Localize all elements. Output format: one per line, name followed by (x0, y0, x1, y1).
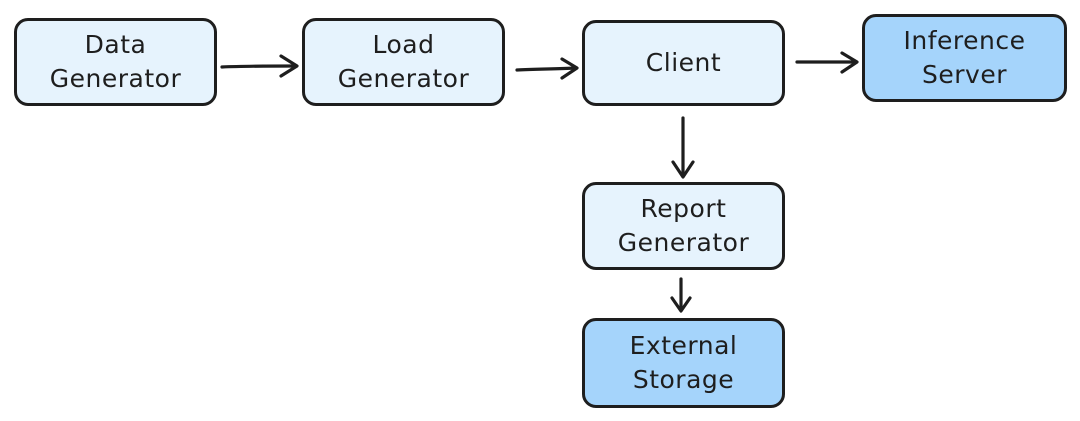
arrow-load-to-client (515, 57, 579, 80)
node-report-generator: Report Generator (582, 182, 785, 270)
node-data-generator: Data Generator (14, 18, 217, 106)
node-inference-server: Inference Server (862, 14, 1067, 102)
node-load-generator: Load Generator (302, 18, 505, 106)
node-external-storage: External Storage (582, 318, 785, 408)
arrow-data-to-load (220, 54, 299, 78)
arrow-client-to-report (671, 116, 695, 179)
node-client: Client (582, 20, 785, 106)
arrow-report-to-storage (670, 277, 692, 313)
arrow-client-to-inference (795, 51, 859, 74)
